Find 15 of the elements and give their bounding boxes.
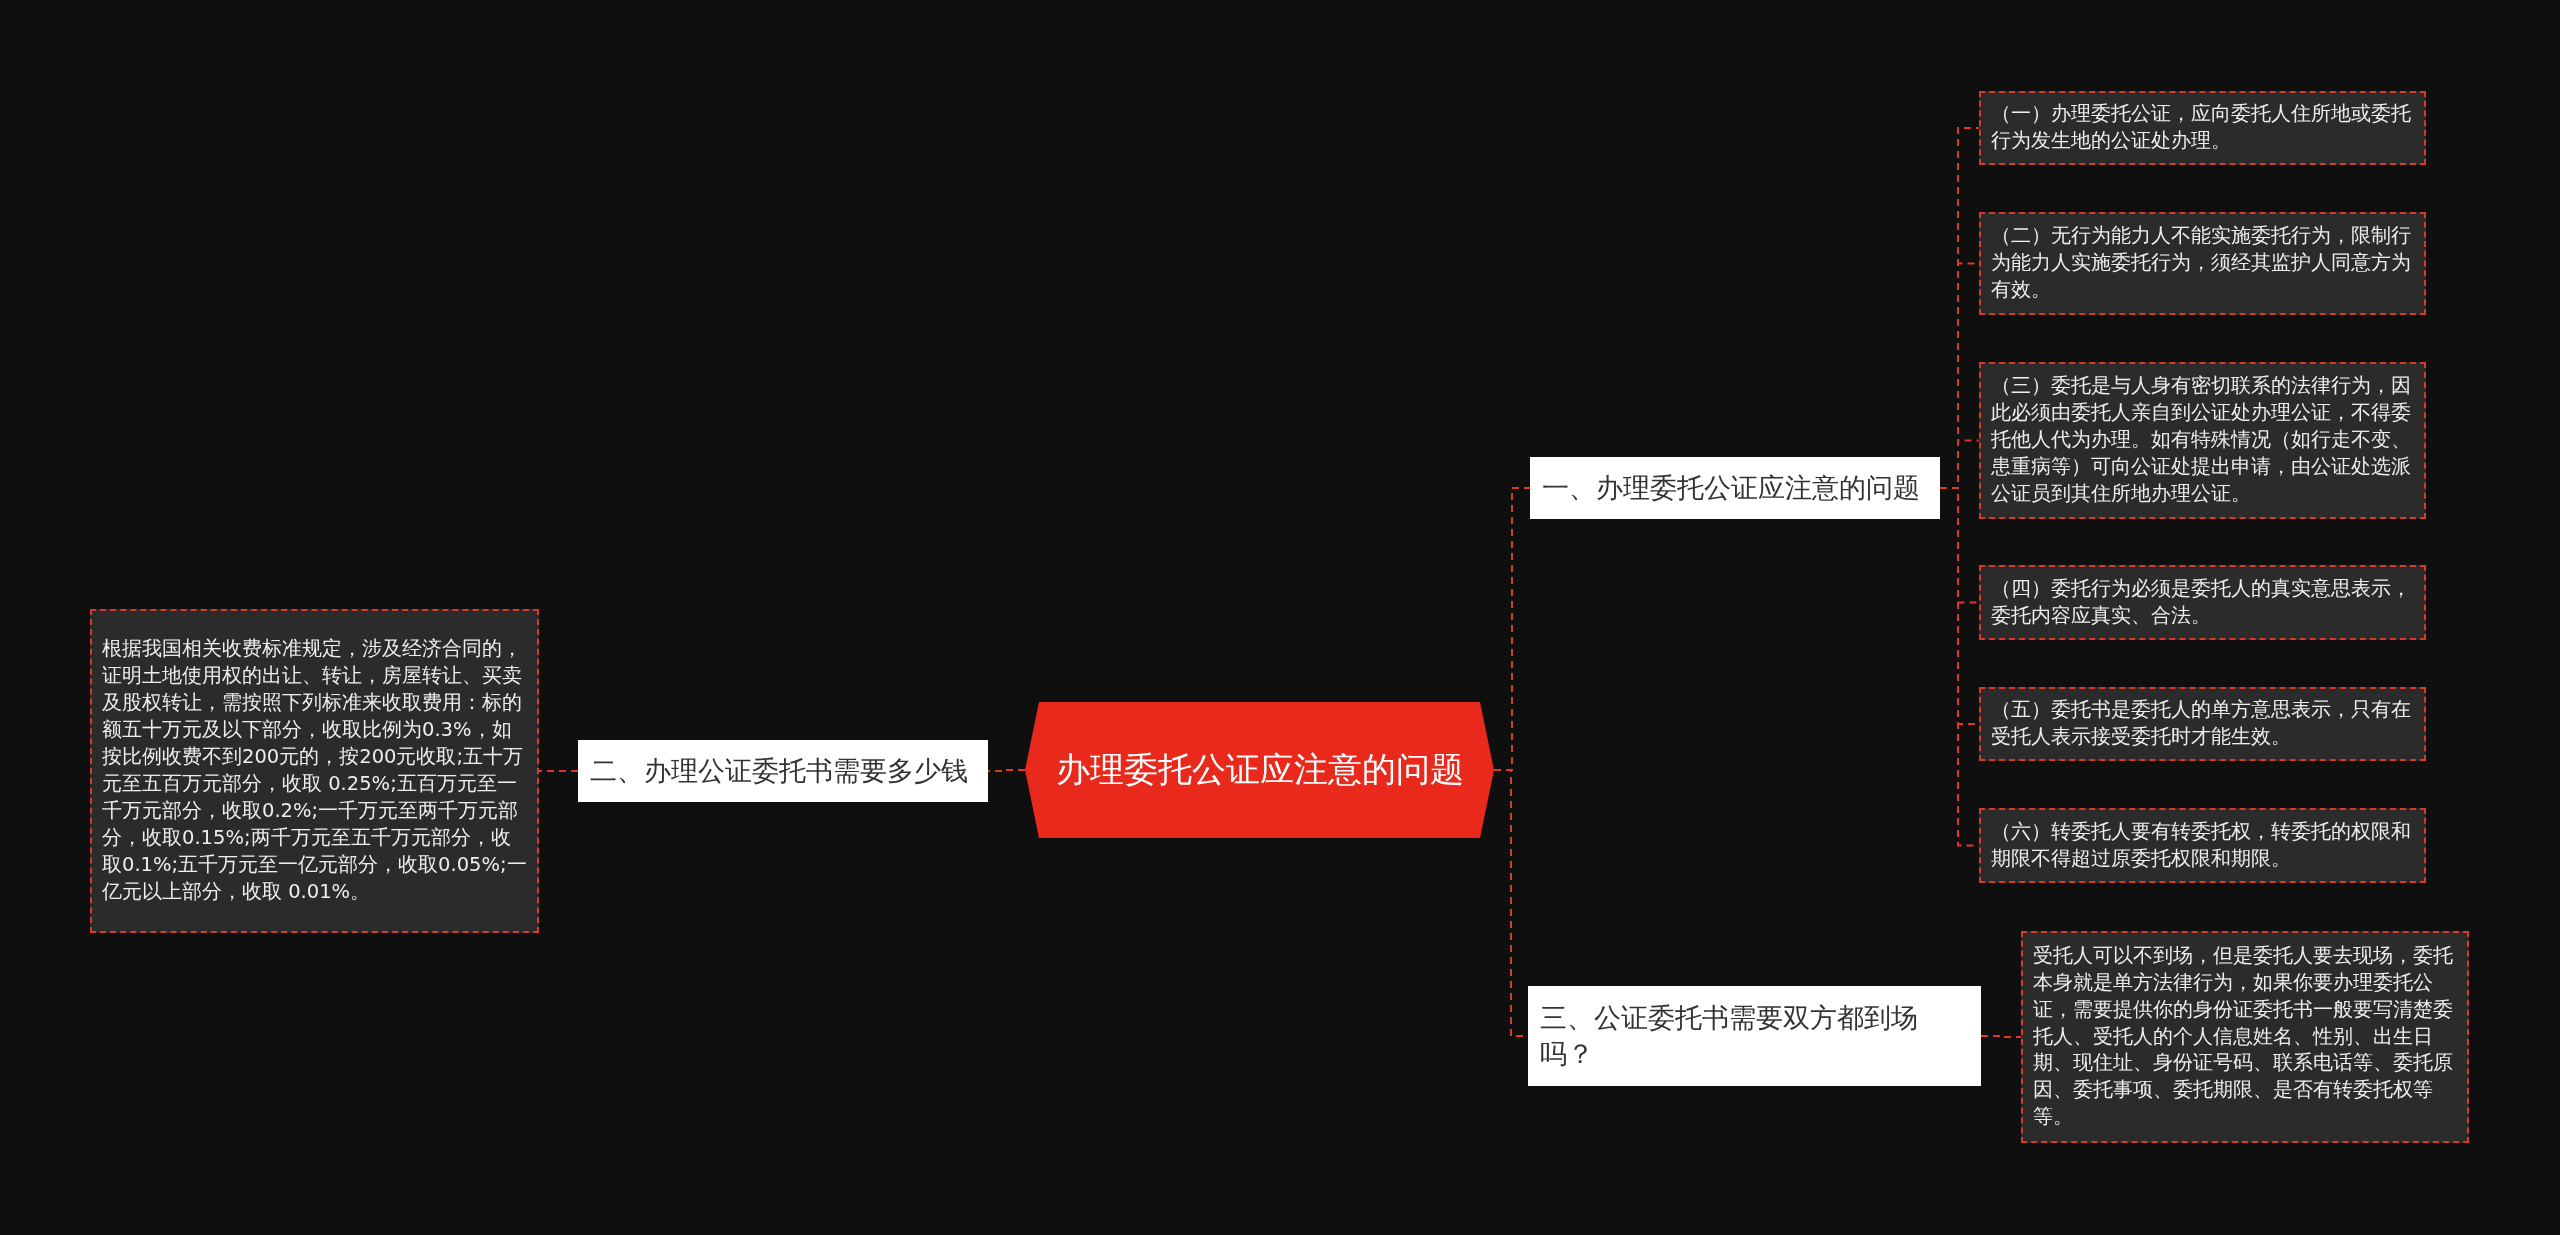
note-box: 根据我国相关收费标准规定，涉及经济合同的，证明土地使用权的出让、转让，房屋转让、买卖及股权转让，需按照下列标准来收取费用：标的额五十万元及以下部分，收取比例为0.3%，如按比例收费不到200元的，按200元收取;五十万元至五百万元部分，收取 0.25%;五百万元至一千万元部分，收取0.2%;一千万元至两千万元部分，收取0.15%;两千万元至五千万元部分，收取0.1%;五千万元至一亿元部分，收取0.05%;一亿元以上部分，收取 0.01%。 bbox=[90, 609, 539, 933]
note-box: （五）委托书是委托人的单方意思表示，只有在受托人表示接受委托时才能生效。 bbox=[1979, 687, 2426, 761]
topic-box: 三、公证委托书需要双方都到场吗？ bbox=[1528, 986, 1981, 1086]
connector-line bbox=[1980, 1035, 2022, 1038]
note-box: （三）委托是与人身有密切联系的法律行为，因此必须由委托人亲自到公证处办理公证，不得委托他人代为办理。如有特殊情况（如行走不变、患重病等）可向公证处提出申请，由公证处选派公证员到其住所地办理公证。 bbox=[1979, 362, 2426, 519]
connector-line bbox=[538, 770, 579, 772]
note-box: （六）转委托人要有转委托权，转委托的权限和期限不得超过原委托权限和期限。 bbox=[1979, 808, 2426, 883]
topic-box: 二、办理公证委托书需要多少钱 bbox=[578, 740, 988, 802]
central-topic-hexagon: 办理委托公证应注意的问题 bbox=[1025, 702, 1494, 838]
note-box: （一）办理委托公证，应向委托人住所地或委托行为发生地的公证处办理。 bbox=[1979, 91, 2426, 165]
note-box: （四）委托行为必须是委托人的真实意思表示，委托内容应真实、合法。 bbox=[1979, 565, 2426, 640]
note-box: （二）无行为能力人不能实施委托行为，限制行为能力人实施委托行为，须经其监护人同意方为有效。 bbox=[1979, 212, 2426, 315]
connector-line bbox=[987, 769, 1026, 772]
topic-box: 一、办理委托公证应注意的问题 bbox=[1530, 457, 1940, 519]
note-box: 受托人可以不到场，但是委托人要去现场，委托本身就是单方法律行为，如果你要办理委托公证，需要提供你的身份证委托书一般要写清楚委托人、受托人的个人信息姓名、性别、出生日期、现住址、身份证号码、联系电话等、委托原因、委托事项、委托期限、是否有转委托权等等。 bbox=[2021, 931, 2469, 1143]
